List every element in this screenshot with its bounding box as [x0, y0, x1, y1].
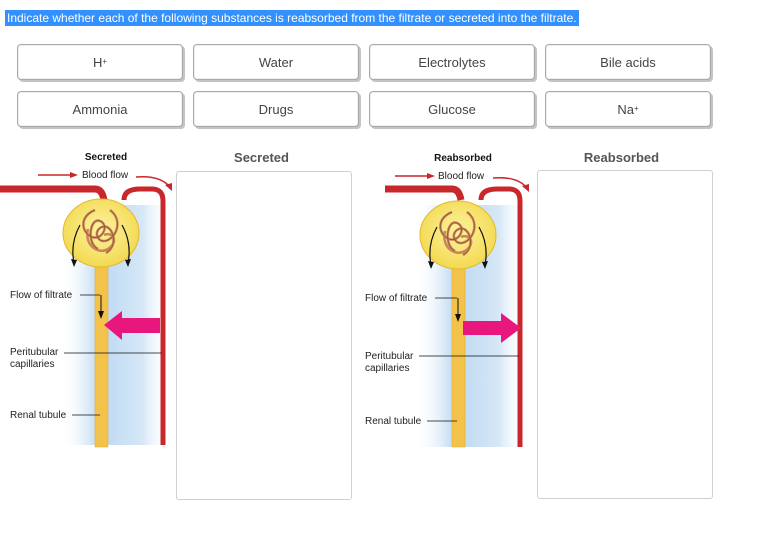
filtration-arrowhead-right [482, 261, 488, 269]
chip-drugs[interactable]: Drugs [193, 91, 359, 127]
afferent-arteriole [0, 185, 108, 201]
reabsorbed-zone-title: Reabsorbed [583, 150, 660, 165]
reabsorption-arrow [463, 313, 521, 343]
filtration-arrowhead-left [428, 261, 434, 269]
reabsorbed-diagram: Reabsorbed Blood flow Flow of filtrate P… [365, 153, 529, 448]
secretion-arrow [104, 311, 160, 340]
blood-flow-arrowhead [427, 173, 435, 179]
reabsorbed-drop-zone[interactable] [537, 170, 713, 499]
chip-ammonia[interactable]: Ammonia [17, 91, 183, 127]
blood-flow-return-arrowhead [522, 184, 529, 192]
filtrate-flow-arrowhead [455, 314, 461, 322]
chip-h-plus[interactable]: H+ [17, 44, 183, 80]
filtration-arrowhead-right [125, 259, 131, 267]
chip-water[interactable]: Water [193, 44, 359, 80]
diagram-title: Reabsorbed [434, 153, 492, 164]
blood-flow-return-arrowhead [165, 183, 172, 191]
chip-na-plus[interactable]: Na+ [545, 91, 711, 127]
blood-flow-label: Blood flow [438, 171, 485, 182]
afferent-arteriole [385, 185, 465, 201]
blood-flow-label: Blood flow [82, 170, 129, 181]
secreted-zone-title: Secreted [234, 150, 289, 165]
chip-bile-acids[interactable]: Bile acids [545, 44, 711, 80]
peritubular-capillary [478, 186, 523, 447]
renal-tubule [94, 256, 109, 448]
renal-tubule [451, 256, 466, 448]
chip-label: Glucose [428, 101, 476, 117]
chip-label: Water [258, 54, 294, 70]
chip-glucose[interactable]: Glucose [369, 91, 535, 127]
chip-label: Bile acids [600, 54, 656, 70]
filtration-arrowhead-left [71, 259, 77, 267]
chip-label: Electrolytes [418, 54, 486, 70]
chip-label: Na [617, 101, 634, 117]
chip-label: Drugs [258, 101, 294, 117]
peritubular-label-2: capillaries [10, 359, 54, 370]
filtrate-flow-arrowhead [98, 311, 104, 319]
peritubular-label-1: Peritubular [365, 351, 414, 362]
flow-of-filtrate-label: Flow of filtrate [10, 290, 73, 301]
diagram-title: Secreted [85, 152, 127, 163]
blood-flow-return-arrow [135, 175, 171, 188]
blood-flow-arrowhead [70, 172, 78, 178]
peritubular-label-2: capillaries [365, 363, 409, 374]
chip-label: Ammonia [72, 101, 128, 117]
chip-label: H [92, 54, 103, 70]
flow-of-filtrate-label: Flow of filtrate [365, 293, 428, 304]
blood-flow-return-arrow [492, 176, 528, 189]
peritubular-capillary [121, 186, 166, 445]
renal-tubule-label: Renal tubule [365, 416, 422, 427]
chip-electrolytes[interactable]: Electrolytes [369, 44, 535, 80]
renal-tubule-label: Renal tubule [10, 410, 67, 421]
bowmans-capsule [62, 198, 140, 268]
secreted-diagram: Secreted Blood flow Flow of filtrate Per… [0, 152, 172, 448]
bowmans-capsule [419, 200, 497, 270]
instruction-text: Indicate whether each of the following s… [5, 10, 579, 26]
peritubular-label-1: Peritubular [10, 347, 59, 358]
secreted-drop-zone[interactable] [176, 171, 352, 500]
